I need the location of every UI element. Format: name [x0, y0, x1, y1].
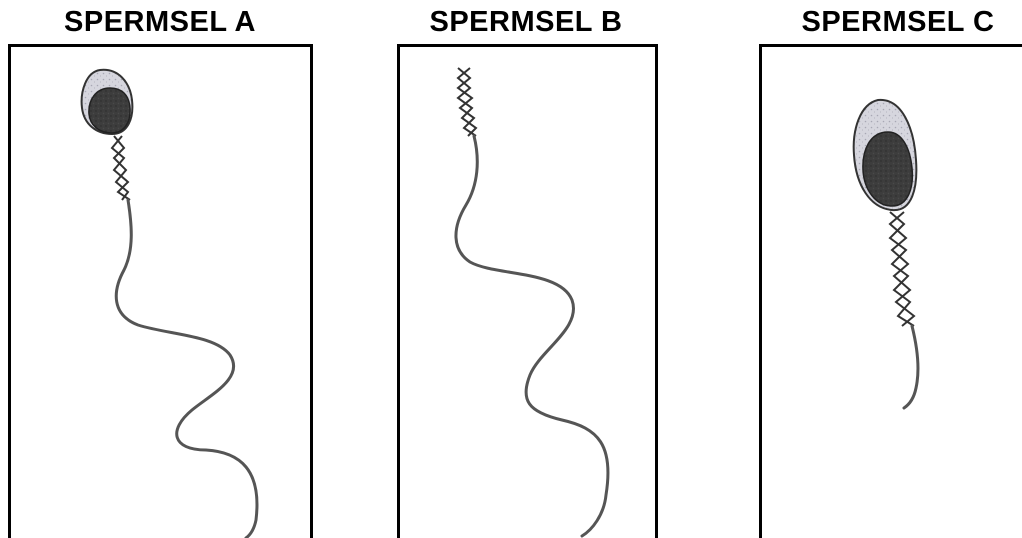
panel-frame-c — [759, 44, 1022, 538]
panel-frame-b — [397, 44, 658, 538]
panel-title-b: SPERMSEL B — [418, 6, 634, 39]
panel-title-c: SPERMSEL C — [784, 6, 1012, 39]
panel-frame-a — [8, 44, 313, 538]
panel-title-a: SPERMSEL A — [52, 6, 268, 39]
